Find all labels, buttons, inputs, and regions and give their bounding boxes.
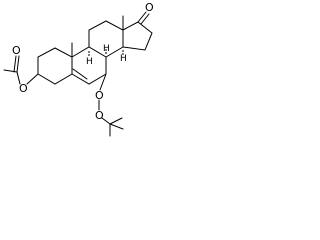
acetyl-carbonyl-bond-1	[16, 55, 20, 73]
tbutyl-methyl-1	[109, 117, 123, 125]
c3-oxygen-bond	[26, 73, 39, 85]
ketone-bond-2	[140, 13, 150, 25]
h14-label: H	[120, 54, 127, 64]
acetate-carbonyl-oxygen-label: O	[12, 44, 21, 57]
h14-hashed-bond	[122, 50, 124, 55]
ring-c-bonds	[88, 20, 124, 58]
acetyl-methyl-bond	[3, 69, 18, 73]
c5-c6-double-bond	[72, 68, 88, 80]
ketone-bond-1	[137, 11, 147, 23]
peroxide-oxygen-2-label: O	[95, 109, 104, 122]
tbutyl-methyl-2	[109, 123, 124, 130]
ketone-oxygen-label: O	[145, 1, 154, 14]
ring-b-bonds	[71, 46, 107, 85]
peroxide-oxygen-1-label: O	[95, 89, 104, 102]
hashed-stereo-bonds	[88, 49, 124, 56]
steroid-structure-diagram: O O O O O H H H	[3, 1, 154, 137]
h9-label: H	[86, 57, 93, 67]
c7-oxygen-bond	[99, 73, 107, 91]
h9-hashed-bond	[88, 51, 90, 56]
oxygen-carbonyl-bond	[16, 71, 21, 85]
bonds	[3, 11, 153, 137]
oxygen-tbutyl-bond	[101, 117, 111, 125]
ring-d-bonds	[122, 21, 153, 51]
h8-label: H	[103, 44, 110, 54]
acetyl-carbonyl-bond-2	[13, 55, 17, 73]
acetate-ester-oxygen-label: O	[19, 82, 28, 95]
h8-hashed-bond	[105, 49, 107, 54]
ring-a-bonds	[37, 47, 73, 85]
